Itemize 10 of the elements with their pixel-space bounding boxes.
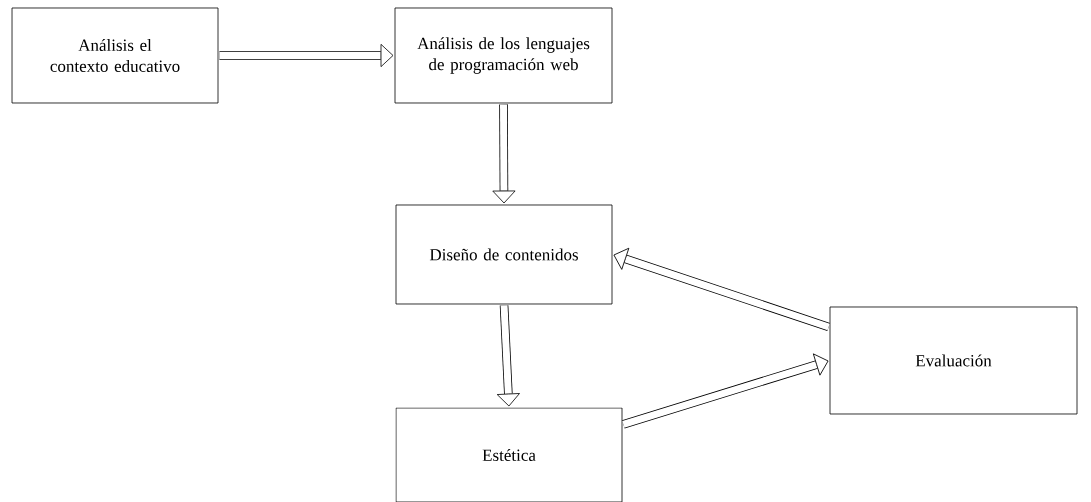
block-arrow [496, 305, 520, 407]
block-arrow [492, 104, 516, 204]
process-box: Análisis de los lenguajes de programación web [394, 7, 613, 104]
block-arrow [622, 353, 829, 429]
process-box: Evaluación [829, 306, 1078, 415]
process-box: Diseño de contenidos [395, 204, 613, 305]
process-box: Análisis el contexto educativo [11, 7, 219, 104]
process-box: Estética [395, 407, 623, 502]
block-arrow [613, 247, 830, 332]
block-arrow [219, 43, 394, 68]
